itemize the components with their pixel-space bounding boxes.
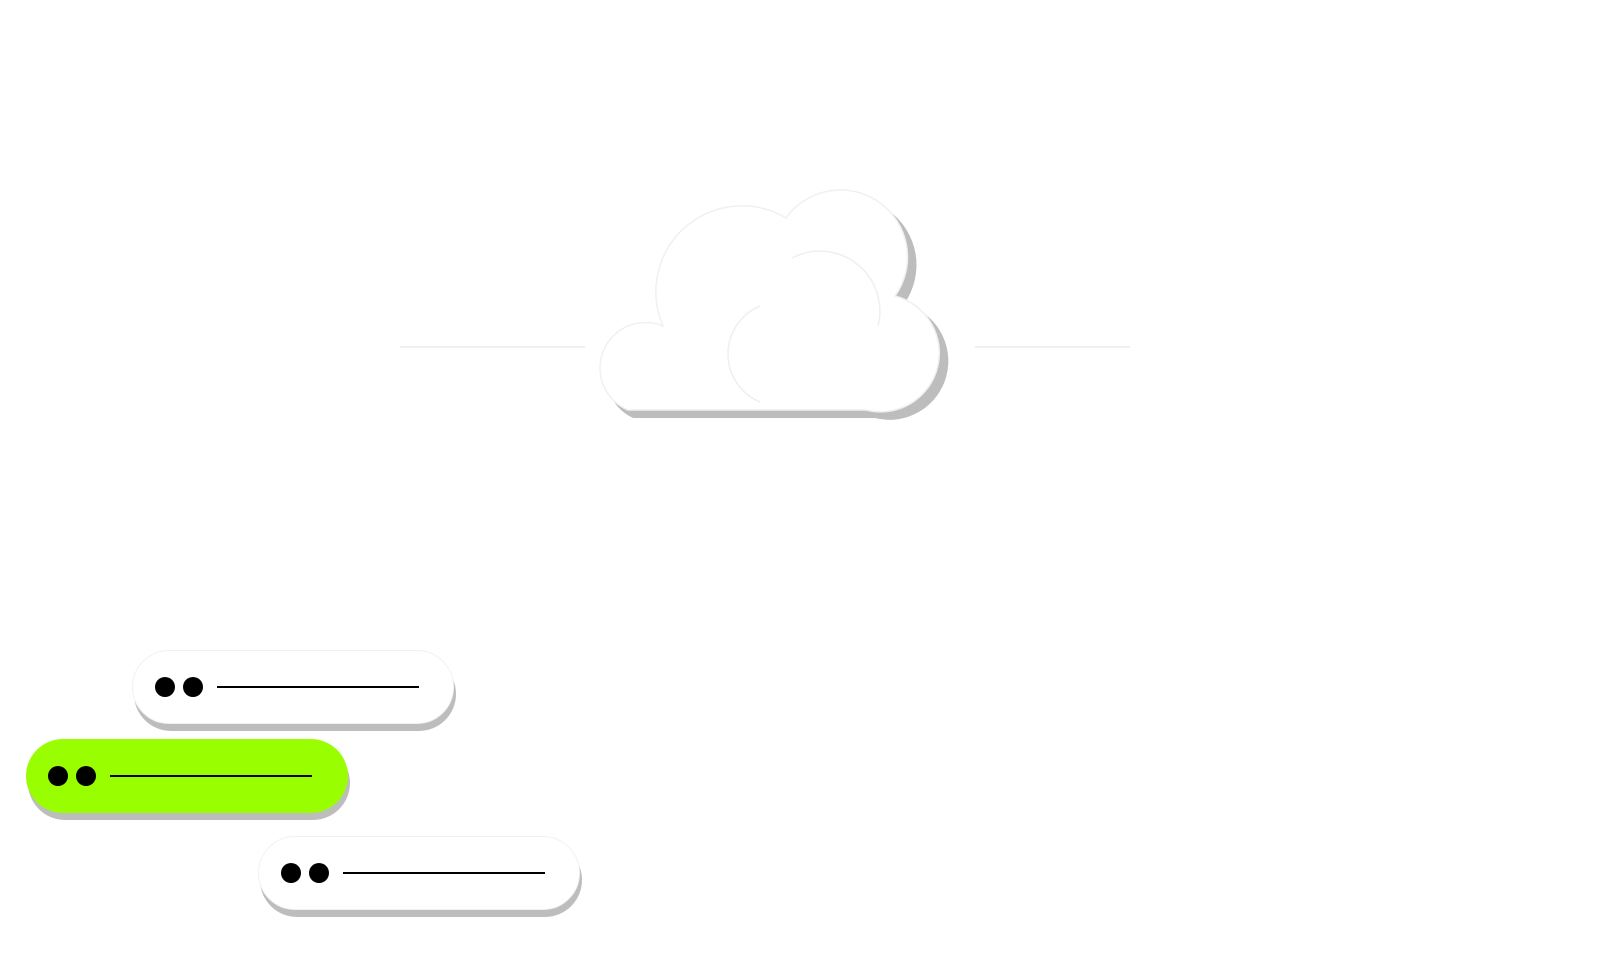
line-icon (217, 686, 419, 688)
node-pill-top[interactable] (132, 650, 454, 724)
dot-icon (48, 766, 68, 786)
dot-icon (155, 677, 175, 697)
node-pill-highlight[interactable] (26, 739, 348, 813)
line-icon (343, 872, 545, 874)
dot-icon (281, 863, 301, 883)
cloud-inner-lobe-right (791, 250, 881, 327)
dot-icon (183, 677, 203, 697)
dot-icon (76, 766, 96, 786)
line-icon (110, 775, 312, 777)
node-pill-bottom[interactable] (258, 836, 580, 910)
dot-icon (309, 863, 329, 883)
cloud-inner-lobe-left (727, 305, 761, 403)
cloud-icon (599, 189, 941, 413)
